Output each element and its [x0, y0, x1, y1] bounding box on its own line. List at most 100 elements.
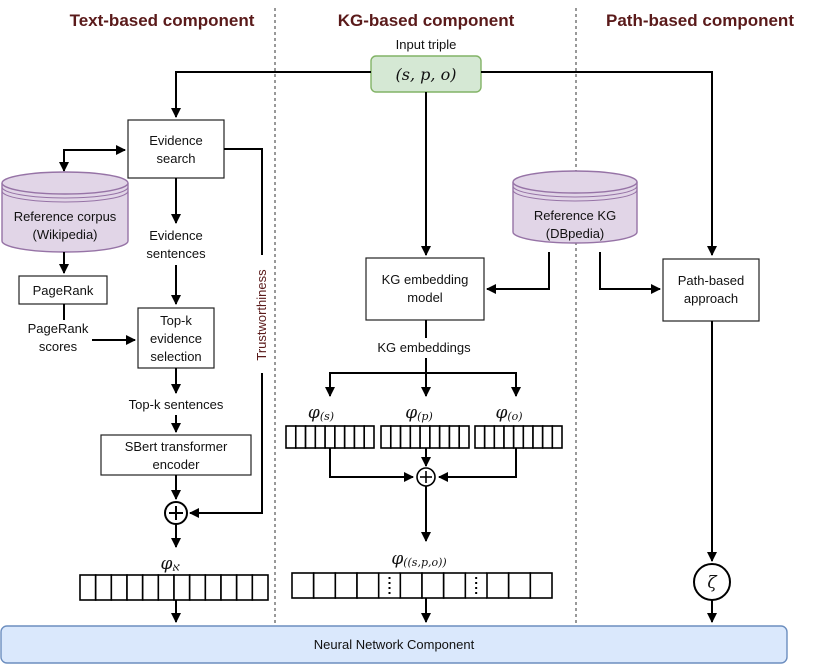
evidence-search-line2: search: [156, 151, 195, 166]
input-triple-label: Input triple: [396, 37, 457, 52]
vector-cell: [188, 574, 207, 601]
path-approach-line1: Path-based: [678, 273, 745, 288]
vector-cell: [507, 572, 532, 599]
vector-cell: [353, 425, 366, 449]
vector-cell: [220, 574, 238, 601]
vector-cell: [110, 574, 128, 601]
vector-cell: [486, 572, 510, 599]
edge-input-to-path: [481, 71, 717, 256]
vector-cell: [334, 425, 346, 449]
vector-cell: [235, 574, 254, 601]
sbert-line2: encoder: [153, 457, 201, 472]
vector-cell: [380, 425, 392, 449]
neural-network-component: Neural Network Component: [0, 625, 788, 664]
vector-cell: [438, 425, 451, 449]
phi-p-vector: [380, 425, 470, 449]
vector-cell: [442, 572, 467, 599]
evidence-sentences-line2: sentences: [146, 246, 206, 261]
path-approach-line2: approach: [684, 291, 738, 306]
input-triple-node: (s, p, o): [370, 55, 482, 93]
text-embedding-symbol: φא: [160, 554, 180, 574]
trustworthiness-bg: [253, 255, 271, 373]
phi-spo-vector: [291, 572, 553, 599]
reference-kg-db: Reference KG (DBpedia): [512, 170, 638, 244]
trustworthiness-label: Trustworthiness: [254, 269, 269, 361]
vector-cell: [512, 425, 525, 449]
vector-cell: [474, 425, 486, 449]
pagerank-node: PageRank: [18, 275, 108, 305]
vector-cell: [291, 572, 315, 599]
reference-corpus-db: Reference corpus (Wikipedia): [1, 171, 129, 253]
topk-selection-line2: evidence: [150, 331, 202, 346]
vector-cell: [458, 425, 470, 449]
vector-cell: [314, 425, 326, 449]
vector-cell: [429, 425, 441, 449]
reference-kg-line2: (DBpedia): [546, 226, 605, 241]
vector-cell: [334, 572, 358, 599]
kg-embedding-model-node: KG embedding model: [365, 257, 485, 321]
kg-embeddings-label: KG embeddings: [377, 340, 471, 355]
vector-cell: [529, 572, 553, 599]
reference-corpus-line1: Reference corpus: [14, 209, 117, 224]
header-path-based: Path-based component: [606, 11, 794, 30]
vector-cell: [503, 425, 515, 449]
vector-cell: [532, 425, 544, 449]
reference-kg-line1: Reference KG: [534, 208, 616, 223]
vector-cell: [343, 425, 356, 449]
edge-phi-o-to-plus: [438, 448, 517, 482]
edge-phi-s-to-plus: [329, 448, 414, 482]
vector-cell: [483, 425, 496, 449]
vector-cell: [541, 425, 554, 449]
vector-cell: [409, 425, 421, 449]
vector-cell: [294, 425, 307, 449]
evidence-search-line1: Evidence: [149, 133, 202, 148]
vector-cell: [399, 572, 423, 599]
nn-label: Neural Network Component: [314, 637, 475, 652]
vector-cell: [363, 425, 375, 449]
reference-corpus-line2: (Wikipedia): [32, 227, 97, 242]
topk-selection-node: Top-k evidence selection: [137, 307, 215, 369]
evidence-sentences-line1: Evidence: [149, 228, 202, 243]
vector-cell: [79, 574, 97, 601]
vector-cell: [157, 574, 175, 601]
kg-model-line2: model: [407, 290, 443, 305]
edge-reference-kg-to-path: [599, 252, 661, 294]
pagerank-scores-line2: scores: [39, 339, 78, 354]
phi-p-label: φ(p): [405, 403, 433, 423]
vector-cell: [312, 572, 337, 599]
vector-cell: [522, 425, 534, 449]
vector-cell: [324, 425, 336, 449]
edge-search-corpus: [59, 145, 126, 172]
sbert-encoder-node: SBert transformer encoder: [100, 434, 252, 476]
vector-cell: [356, 572, 380, 599]
topk-selection-line3: selection: [150, 349, 201, 364]
header-kg-based: KG-based component: [338, 11, 515, 30]
kg-model-line1: KG embedding: [382, 272, 469, 287]
vector-cell: [173, 574, 191, 601]
vector-cell: [141, 574, 160, 601]
sbert-line1: SBert transformer: [125, 439, 228, 454]
vector-cell: [399, 425, 412, 449]
header-text-based: Text-based component: [70, 11, 255, 30]
vector-cell: [389, 425, 402, 449]
vector-cell: [285, 425, 297, 449]
text-plus-operator: [164, 501, 188, 525]
vector-cell: [421, 572, 445, 599]
vector-cell: [251, 574, 269, 601]
vector-cell: [419, 425, 431, 449]
vector-cell: [204, 574, 222, 601]
vector-cell: [493, 425, 505, 449]
phi-s-label: φ(s): [308, 403, 334, 423]
evidence-search-node: Evidence search: [127, 119, 225, 179]
topk-selection-line1: Top-k: [160, 313, 192, 328]
pagerank-label: PageRank: [33, 283, 94, 298]
phi-o-label: φ(o): [495, 403, 522, 423]
vector-cell: [448, 425, 461, 449]
pagerank-scores-line1: PageRank: [28, 321, 89, 336]
phi-spo-label: φ((s,p,o)): [391, 549, 446, 569]
zeta-symbol: ζ: [707, 573, 718, 593]
zeta-node: ζ: [693, 563, 731, 601]
vector-cell: [304, 425, 317, 449]
kg-plus-operator: [416, 467, 436, 487]
